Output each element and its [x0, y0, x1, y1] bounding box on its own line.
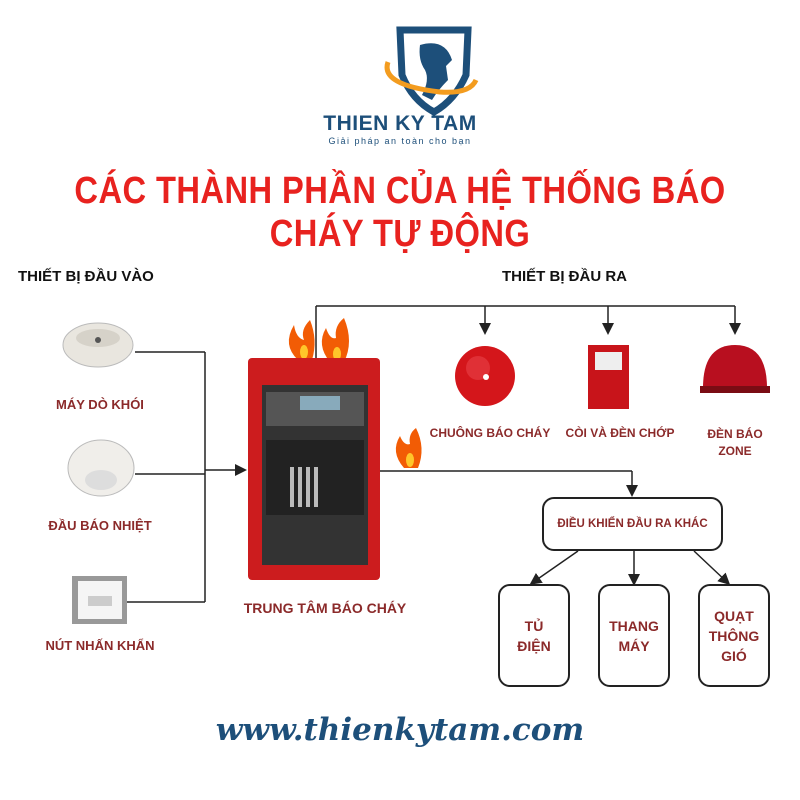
flame-icons	[288, 318, 422, 468]
fire-alarm-panel-icon	[248, 358, 380, 580]
box-line: QUẠT	[714, 607, 754, 624]
output-devices-heading: THIẾT BỊ ĐẦU RA	[502, 268, 627, 285]
horn-strobe-label: CÒI VÀ ĐÈN CHỚP	[565, 426, 675, 440]
call-point-label: NÚT NHẤN KHẨN	[45, 638, 155, 653]
box-line: THANG	[609, 617, 659, 634]
brand-name: THIEN KY TAM	[323, 112, 477, 135]
zone-lamp-label: ĐÈN BÁO ZONE	[695, 426, 775, 460]
box-line: MÁY	[618, 637, 650, 654]
manual-call-point-icon	[72, 576, 127, 624]
ventilation-fan-box: QUẠT THÔNG GIÓ	[698, 584, 770, 687]
smoke-detector-label: MÁY DÒ KHÓI	[56, 397, 144, 412]
control-panel-label: TRUNG TÂM BÁO CHÁY	[243, 600, 407, 616]
zone-lamp-label-line1: ĐÈN BÁO	[707, 427, 763, 441]
input-devices-heading: THIẾT BỊ ĐẦU VÀO	[18, 268, 154, 285]
fire-bell-label: CHUÔNG BÁO CHÁY	[429, 426, 551, 440]
heat-detector-icon	[67, 439, 135, 497]
smoke-detector-icon	[62, 322, 134, 368]
brand-tagline: Giải pháp an toàn cho bạn	[328, 136, 472, 146]
horn-strobe-icon	[588, 345, 629, 409]
fire-bell-icon	[455, 346, 515, 406]
page-title: CÁC THÀNH PHẦN CỦA HỆ THỐNG BÁO CHÁY TỰ …	[74, 170, 726, 255]
website-url[interactable]: www.thienkytam.com	[215, 712, 585, 748]
heat-detector-label: ĐẦU BÁO NHIỆT	[48, 518, 152, 533]
electrical-cabinet-box: TỦ ĐIỆN	[498, 584, 570, 687]
box-line: TỦ	[524, 617, 544, 634]
zone-lamp-icon	[700, 345, 770, 393]
box-line: GIÓ	[721, 647, 747, 664]
box-line: ĐIỆN	[517, 637, 551, 654]
zone-lamp-label-line2: ZONE	[718, 444, 752, 458]
elevator-box: THANG MÁY	[598, 584, 670, 687]
logo-shield-icon	[384, 26, 479, 117]
other-outputs-box: ĐIỀU KHIỂN ĐẦU RA KHÁC	[542, 497, 723, 551]
box-line: THÔNG	[708, 627, 760, 644]
